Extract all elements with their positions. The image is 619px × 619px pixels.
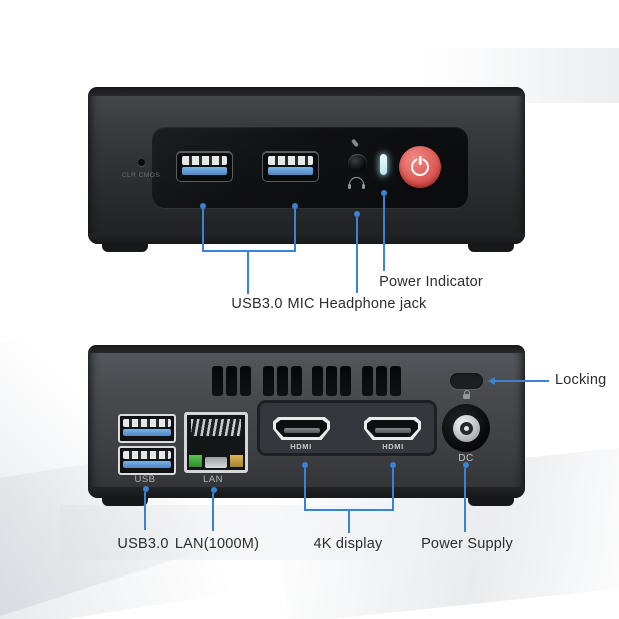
callout-dot	[292, 203, 298, 209]
power-button	[399, 146, 441, 188]
callout-line	[494, 380, 549, 382]
vent-grille	[263, 366, 302, 396]
callout-line	[392, 468, 394, 511]
hdmi-port-label: HDMI	[382, 442, 404, 451]
usb-port-label: USB	[134, 474, 156, 485]
callout-line	[464, 468, 466, 532]
power-led-indicator	[380, 154, 387, 175]
callout-line	[348, 511, 350, 533]
usb-tongue	[268, 167, 313, 175]
dc-power-jack	[442, 404, 490, 452]
display-label: 4K display	[313, 536, 383, 552]
callout-line	[383, 196, 385, 271]
case-top-edge	[88, 87, 525, 96]
vent-grille	[212, 366, 251, 396]
vent-grille	[312, 366, 351, 396]
case-top-edge	[88, 345, 525, 353]
lan-speed-label: LAN(1000M)	[174, 536, 260, 552]
headphone-icon	[348, 177, 365, 189]
usb-contacts	[123, 451, 171, 459]
clr-cmos-label: CLR CMOS	[121, 172, 161, 179]
kensington-lock-slot	[450, 373, 483, 389]
usb-contacts	[123, 419, 171, 427]
lan-port	[184, 412, 248, 473]
locking-label: Locking	[555, 372, 607, 388]
rubber-foot	[468, 243, 514, 252]
callout-line	[247, 252, 249, 294]
headphone-jack	[348, 154, 367, 173]
power-indicator-label: Power Indicator	[379, 274, 483, 290]
front-usb-label: USB3.0	[231, 296, 283, 312]
callout-dot	[354, 211, 360, 217]
power-supply-label: Power Supply	[421, 536, 513, 552]
rubber-foot	[468, 497, 514, 506]
hdmi-port-label: HDMI	[290, 442, 312, 451]
hdmi-port-2	[364, 417, 421, 440]
case-bottom-edge	[88, 487, 525, 498]
back-usb-label: USB3.0	[117, 536, 169, 552]
clr-cmos-pinhole	[138, 159, 145, 166]
callout-line	[212, 493, 214, 531]
vent-grille	[362, 366, 401, 396]
lan-led-green	[188, 454, 203, 468]
rubber-foot	[102, 497, 148, 506]
callout-line	[294, 208, 296, 252]
callout-line	[304, 468, 306, 511]
callout-line	[202, 208, 204, 252]
usb-contacts	[268, 156, 313, 165]
usb-port-back-2	[118, 446, 176, 475]
callout-dot	[381, 190, 387, 196]
hdmi-port-1	[273, 417, 330, 440]
usb-contacts	[182, 156, 227, 165]
usb-port-back-1	[118, 414, 176, 443]
callout-arrow	[488, 377, 495, 385]
callout-line	[144, 492, 146, 530]
lan-contacts	[191, 419, 241, 436]
mic-headphone-label: MIC Headphone jack	[287, 296, 427, 312]
power-icon	[411, 158, 429, 176]
rubber-foot	[102, 243, 148, 252]
usb-tongue	[182, 167, 227, 175]
lock-icon	[463, 394, 470, 399]
dc-jack-pin	[459, 421, 473, 435]
usb-tongue	[123, 429, 171, 436]
lan-clip	[205, 457, 227, 468]
usb-port-front-2	[262, 151, 319, 182]
case-bottom-edge	[88, 233, 525, 244]
lan-port-label: LAN	[203, 474, 223, 485]
usb-port-front-1	[176, 151, 233, 182]
dc-jack-ring	[452, 414, 480, 442]
callout-dot	[200, 203, 206, 209]
callout-line	[356, 217, 358, 293]
callout-line	[202, 250, 296, 252]
dc-jack-center	[463, 425, 469, 431]
lan-led-amber	[229, 454, 244, 468]
usb-tongue	[123, 461, 171, 468]
